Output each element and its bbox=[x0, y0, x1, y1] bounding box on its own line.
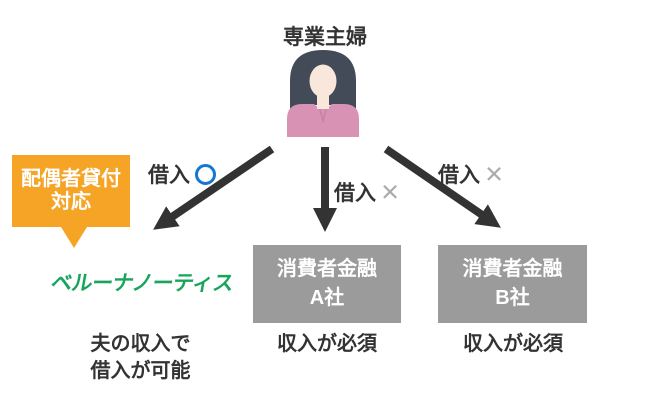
ng-cross-icon: × bbox=[381, 173, 400, 209]
belluna-caption: 夫の収入で 借入が可能 bbox=[60, 331, 221, 385]
callout-tail bbox=[61, 227, 87, 248]
belluna-notice-logo: ベルーナノーティス bbox=[49, 272, 236, 295]
company-a-caption: 収入が必須 bbox=[277, 333, 377, 355]
borrow-text: 借入 bbox=[148, 164, 190, 187]
company-a-line1: 消費者金融 bbox=[277, 258, 377, 280]
borrow-ng-label-a: 借入 × bbox=[334, 173, 400, 209]
company-a-line2: A社 bbox=[309, 287, 345, 309]
company-a-box: 消費者金融 A社 bbox=[253, 245, 401, 323]
ok-circle-icon bbox=[195, 163, 216, 185]
housewife-avatar-svg bbox=[287, 50, 359, 137]
borrow-ok-label: 借入 bbox=[148, 159, 216, 189]
borrow-text: 借入 bbox=[334, 182, 376, 205]
spouse-loan-callout: 配偶者貸付 対応 bbox=[12, 155, 130, 248]
page-title: 専業主婦 bbox=[283, 26, 367, 49]
housewife-avatar-icon bbox=[286, 47, 360, 137]
borrow-text: 借入 bbox=[438, 164, 480, 187]
callout-line1: 配偶者貸付 bbox=[21, 168, 121, 190]
company-b-box: 消費者金融 B社 bbox=[438, 245, 587, 323]
borrow-ng-label-b: 借入 × bbox=[438, 155, 504, 191]
company-b-line2: B社 bbox=[495, 287, 530, 309]
belluna-caption-line1: 夫の収入で bbox=[90, 333, 191, 355]
company-b-caption: 収入が必須 bbox=[463, 333, 563, 355]
company-b-line1: 消費者金融 bbox=[462, 258, 563, 280]
belluna-caption-line2: 借入が可能 bbox=[90, 360, 191, 382]
ng-cross-icon: × bbox=[485, 155, 504, 191]
callout-line2: 対応 bbox=[51, 191, 91, 213]
